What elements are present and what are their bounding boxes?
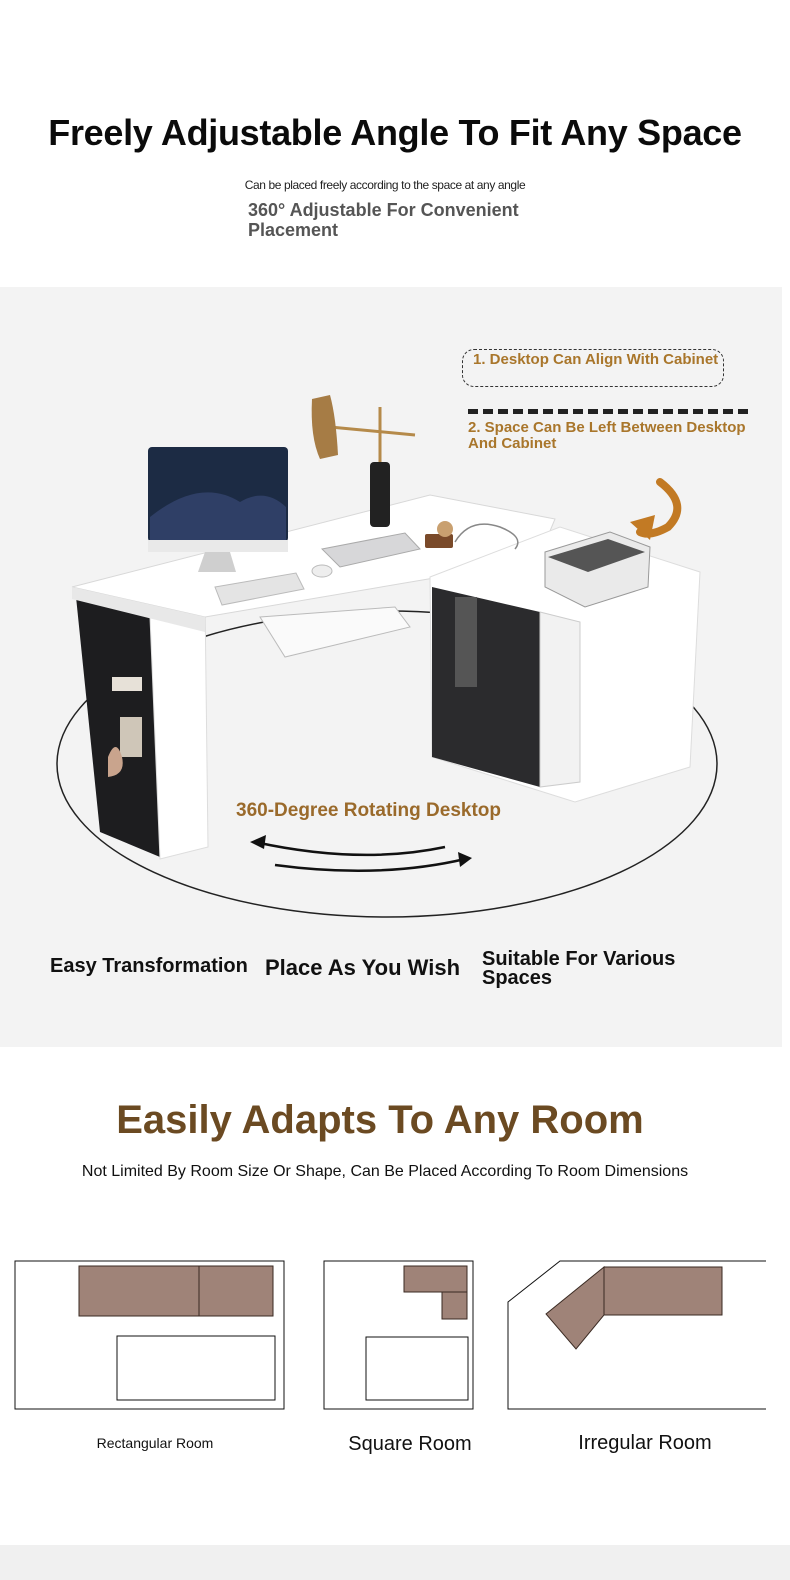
rotate-arrow-right [274,857,466,873]
desk-left-leg [149,598,209,860]
room-irregular [507,1260,766,1410]
rotate-label: 360-Degree Rotating Desktop [236,800,502,821]
monitor-wallpaper [150,492,286,540]
cabinet-door [432,587,540,787]
caption-square-room: Square Room [348,1433,472,1455]
desk-left-shelf [75,587,160,857]
note-align-desktop: 1. Desktop Can Align With Cabinet [462,349,724,387]
rotate-arrowhead-left [250,835,266,849]
desk-illustration [56,395,718,918]
caption-rectangular-room: Rectangular Room [96,1435,214,1451]
bed-rect-room [116,1335,276,1401]
rotate-arrow-left [254,840,446,857]
laptop [320,532,421,568]
feature-place-as-you-wish: Place As You Wish [265,955,461,980]
desk-irregular-angled [545,1265,605,1350]
monitor-stand [198,552,236,572]
room-layouts [14,1260,766,1410]
keyboard-tray [259,606,411,658]
desk-rect-room [78,1265,274,1317]
shelf-vase [108,747,123,777]
caption-irregular-room: Irregular Room [578,1432,712,1454]
desk-top-edge [72,587,205,632]
cabinet-vent [455,597,477,687]
rooms-subtitle: Not Limited By Room Size Or Shape, Can B… [81,1163,689,1180]
cabinet-shelf [539,611,581,788]
hero-subtitle: Can be placed freely according to the sp… [244,178,526,192]
product-panel: 1. Desktop Can Align With Cabinet 2. Spa… [0,287,782,1047]
rotate-arrowhead-right [458,852,472,867]
phone [425,534,453,548]
lamp-arm [329,425,416,437]
shelf-books-2 [120,717,142,757]
page-title: Freely Adjustable Angle To Fit Any Space [48,112,742,153]
printer-top [548,539,645,572]
bottom-band [0,1545,790,1580]
feature-various-spaces: Suitable For Various Spaces [482,948,676,989]
lamp-shade [311,395,338,459]
desk-square-room [403,1265,468,1320]
note-space-between: 2. Space Can Be Left Between Desktop And… [468,409,748,452]
lamp-base [370,462,390,527]
coaster [437,521,453,537]
feature-easy-transformation: Easy Transformation [50,955,248,977]
shelf-books [112,677,142,691]
room-square [323,1260,474,1410]
hero-feature-text: 360° Adjustable For Convenient Placement [248,200,519,240]
cable [454,523,519,550]
mouse [311,564,333,578]
monitor-chin [148,540,288,552]
rooms-title: Easily Adapts To Any Room [116,1098,644,1142]
room-rectangular [14,1260,285,1410]
desk-irregular-room [603,1266,723,1316]
keyboard [214,572,305,606]
rotate-hint-arrowhead [630,515,655,540]
bed-square-room [365,1336,469,1401]
